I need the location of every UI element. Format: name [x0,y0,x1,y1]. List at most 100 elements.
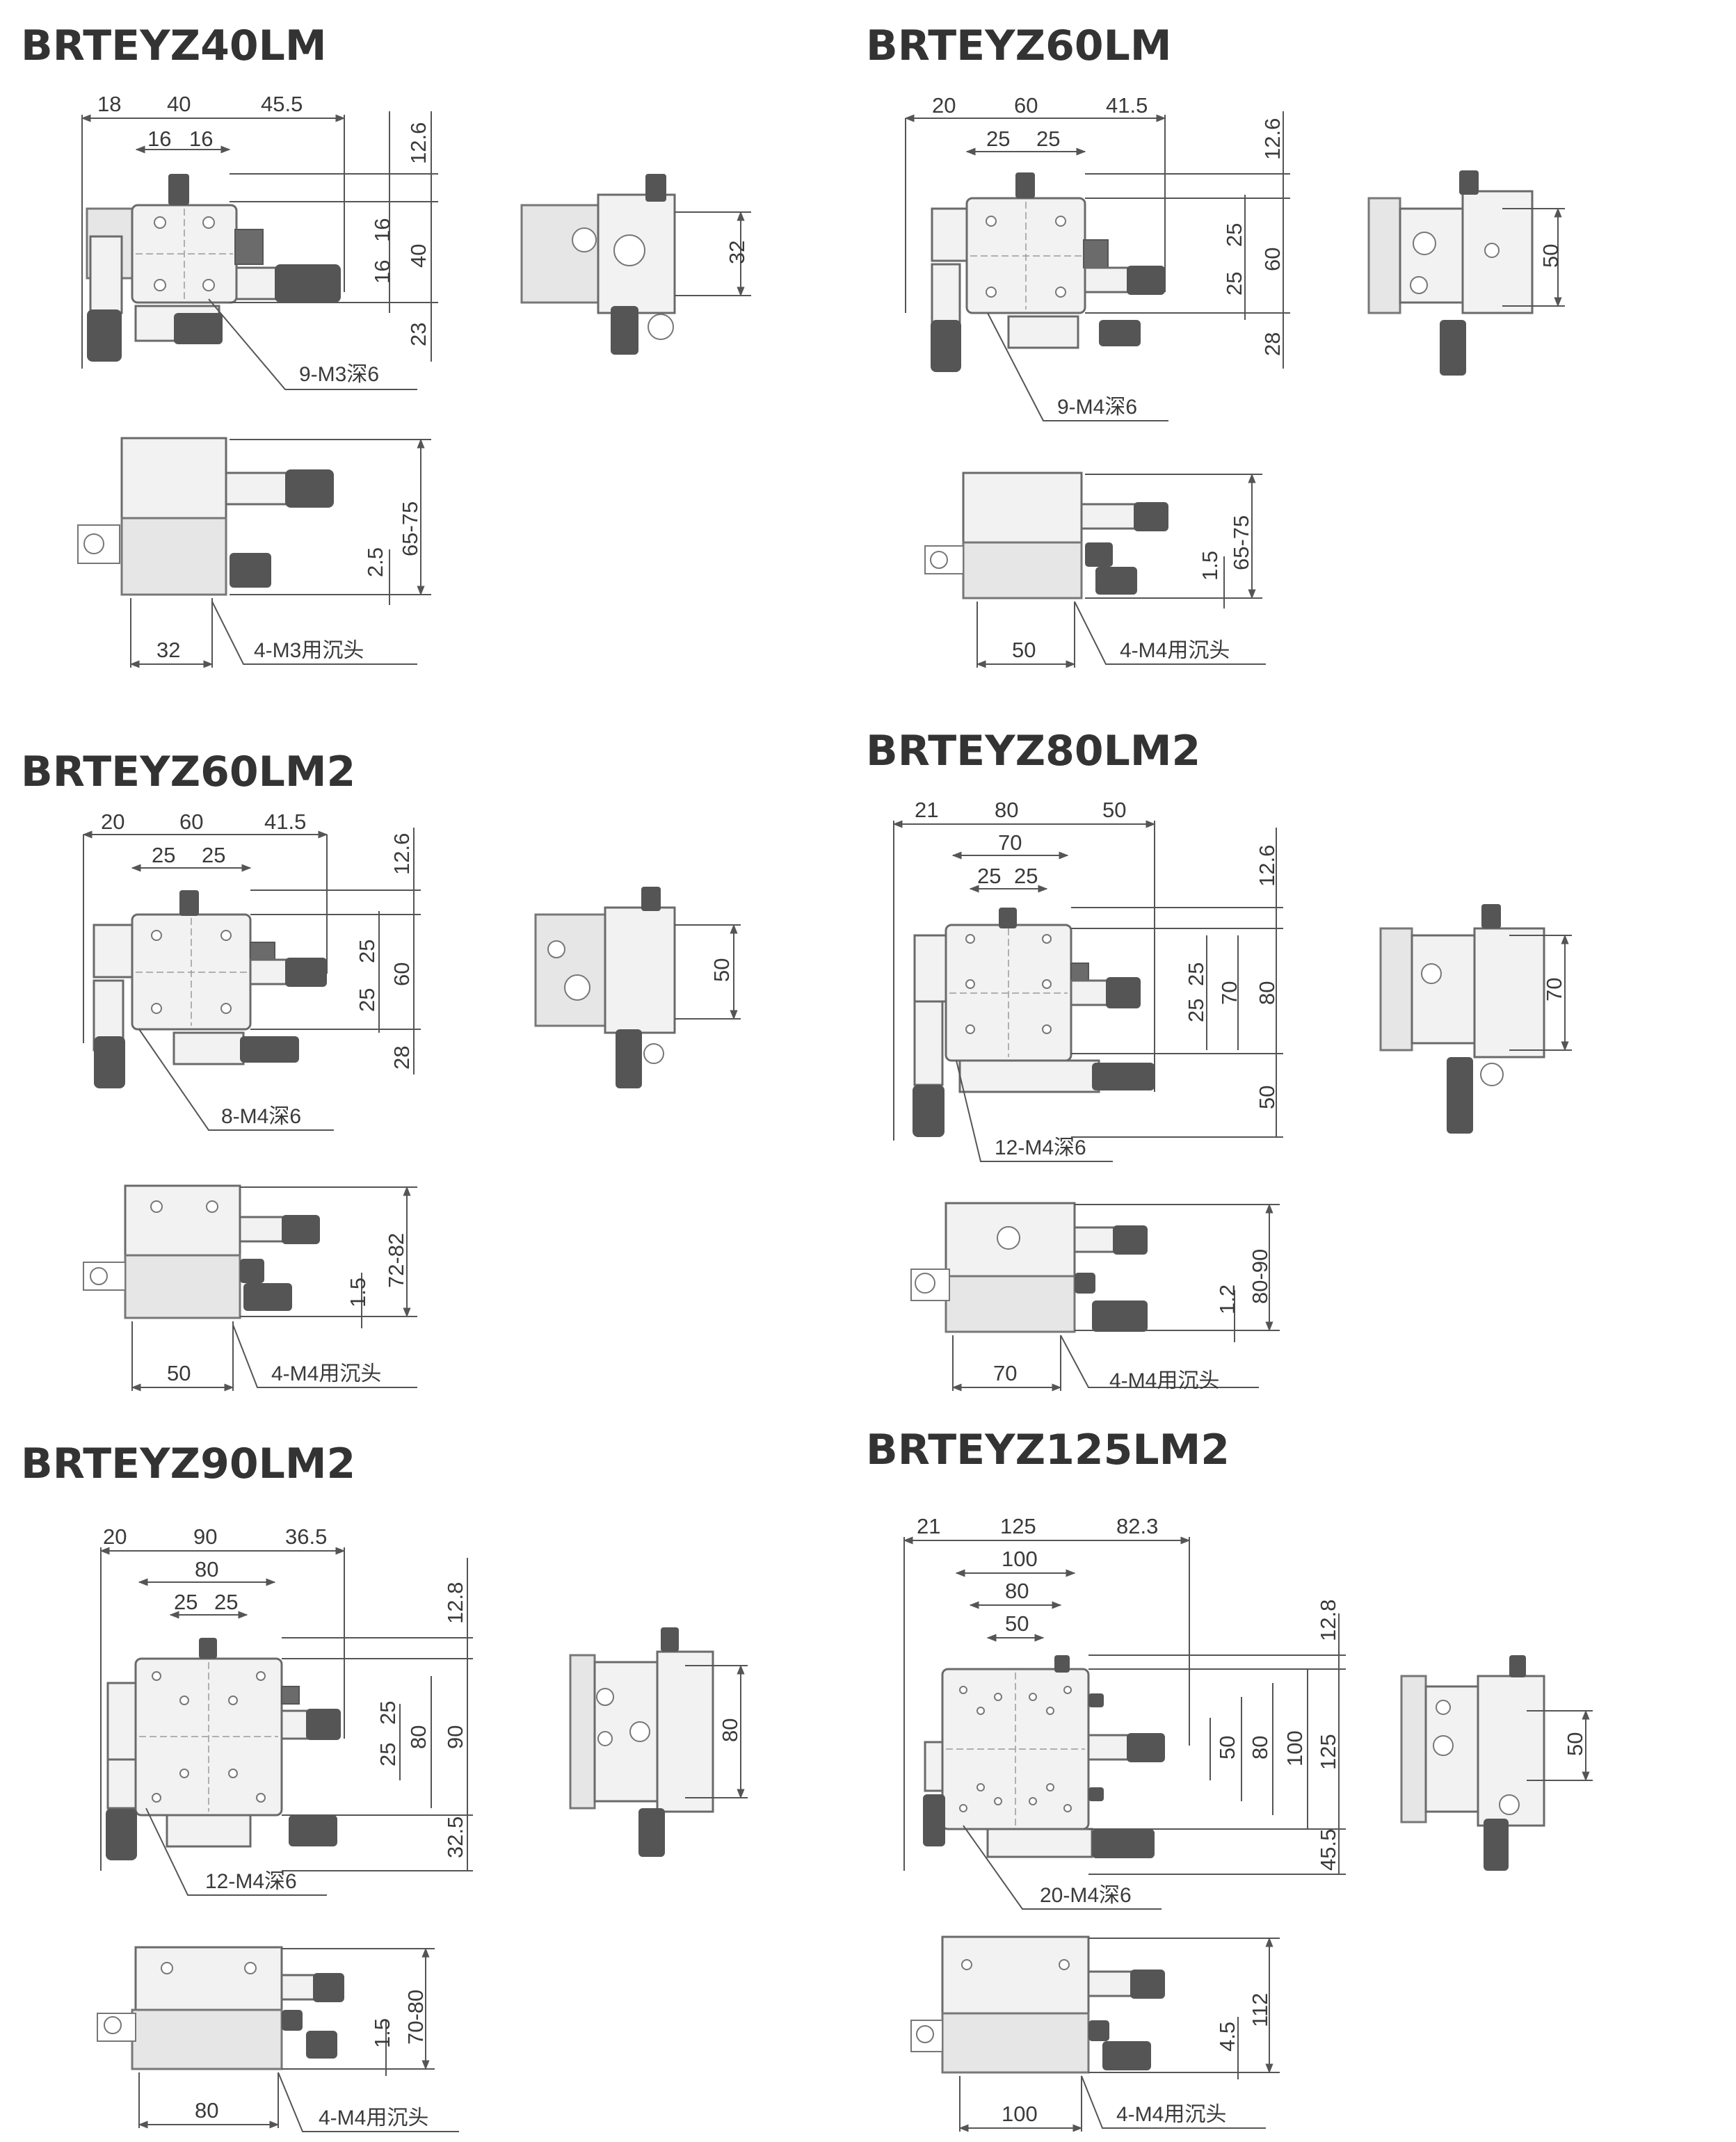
mount-hole [1042,1024,1052,1034]
dim-label: 70-80 [403,1990,428,2045]
dim-label: 65-75 [1229,515,1253,570]
mount-hole [151,1003,162,1014]
model-title: BRTEYZ60LM2 [21,748,355,796]
x-micrometer-thimble [285,469,334,508]
dim-label: 50 [1563,1732,1587,1756]
bracket-hole [930,551,948,569]
mount-hole [152,1671,161,1681]
leader-line [1060,1335,1259,1388]
upper-stage [941,1935,1090,2015]
y-micrometer-thimble [913,1085,945,1137]
holes-note: 20-M4深6 [1040,1884,1132,1907]
x-micrometer-sleeve [1084,266,1135,293]
side-body [1400,1675,1427,1823]
dim-label: 1.5 [1198,551,1222,581]
model-title: BRTEYZ60LM [866,22,1172,70]
mount-hole [976,1783,985,1791]
model-brteyz125lm2: BRTEYZ125LM2 [866,1426,1593,2132]
dim-label: 80 [1005,1579,1029,1603]
dim-label: 125 [1000,1514,1036,1538]
leader-line [987,312,1168,421]
upper-stage [124,1184,241,1257]
mount-note: 4-M4用沉头 [1109,1369,1219,1392]
upper-stage [134,1946,283,2011]
adjuster-screw [629,1721,650,1742]
mount-hole [994,1693,1002,1701]
base-micrometer [289,1815,337,1846]
side-knob [282,2010,303,2031]
mount-hole [1046,1783,1054,1791]
dim-label: 90 [193,1524,217,1549]
dim-label: 12.6 [1255,845,1279,887]
adjuster-screw [613,234,645,266]
side-body [534,913,606,1027]
top-view: 21 80 50 70 25 25 12.6 25 25 70 80 50 12… [892,798,1283,1162]
leader-line [956,1060,1113,1162]
bracket-hole [104,2016,122,2034]
mount-hole [1042,934,1052,944]
base-micrometer [240,1036,299,1063]
bracket-hole [83,533,104,554]
side-middle [1410,934,1476,1045]
dim-label: 25 [355,988,379,1012]
mount-hole [1029,1693,1037,1701]
x-micrometer-sleeve [225,472,297,506]
y-micrometer-thimble [1095,567,1137,595]
mount-hole [986,216,997,227]
mount-hole [1055,287,1066,298]
y-micrometer-thimble [1092,1300,1148,1332]
x-micrometer-thimble [313,1973,344,2002]
mount-hole [220,930,232,941]
dim-label: 45.5 [261,92,303,116]
lower-stage [131,2008,283,2070]
dim-label: 50 [1215,1736,1239,1760]
top-knob [661,1627,679,1652]
mount-hole [959,1804,967,1812]
leader-line [211,601,417,665]
micrometer-thimble [1440,320,1466,376]
mount-hole [256,1793,266,1803]
side-body [1379,927,1413,1052]
mount-note: 4-M3用沉头 [254,639,364,662]
mount-hole [228,1769,238,1778]
x-micrometer-thimble [285,958,327,987]
mount-hole [959,1686,967,1694]
dim-label: 65-75 [398,501,422,556]
dim-label: 18 [97,92,121,116]
dim-label: 4.5 [1215,2022,1239,2052]
dim-label: 25 [376,1743,400,1766]
clamp-ring [1480,1063,1504,1086]
side-middle [1399,207,1464,304]
side-clamp [1070,963,1089,981]
holes-note: 12-M4深6 [205,1870,297,1893]
y-micrometer-thimble [306,2031,337,2059]
mount-hole [1063,1804,1072,1812]
y-micrometer-thimble [931,320,961,372]
top-knob [168,174,189,205]
dim-label: 25 [1222,223,1246,247]
dim-label: 80 [1248,1736,1272,1760]
mount-hole [965,979,975,989]
mount-hole [154,216,166,229]
side-view: 32 [520,174,751,355]
top-view: 21 125 82.3 100 80 50 12.8 50 80 100 125… [903,1514,1346,1910]
top-knob [645,174,666,202]
front-view: 112 4.5 100 4-M4用沉头 [910,1935,1280,2132]
mount-note: 4-M4用沉头 [319,2107,428,2129]
dim-label: 60 [1260,248,1285,271]
dim-label: 80 [1255,981,1279,1005]
base-block [986,1828,1093,1858]
side-knob [1088,2020,1109,2041]
top-knob [1509,1655,1526,1677]
side-clamp [1083,239,1109,268]
bracket-hole [915,1273,935,1294]
mount-hole [965,934,975,944]
dim-label: 50 [1005,1611,1029,1636]
y-carriage [913,934,947,1003]
top-knob [1459,170,1479,195]
side-view: 70 [1379,904,1572,1134]
leader-line [232,1324,417,1388]
lower-stage [120,517,227,596]
mount-hole [154,279,166,291]
side-body [569,1654,596,1810]
